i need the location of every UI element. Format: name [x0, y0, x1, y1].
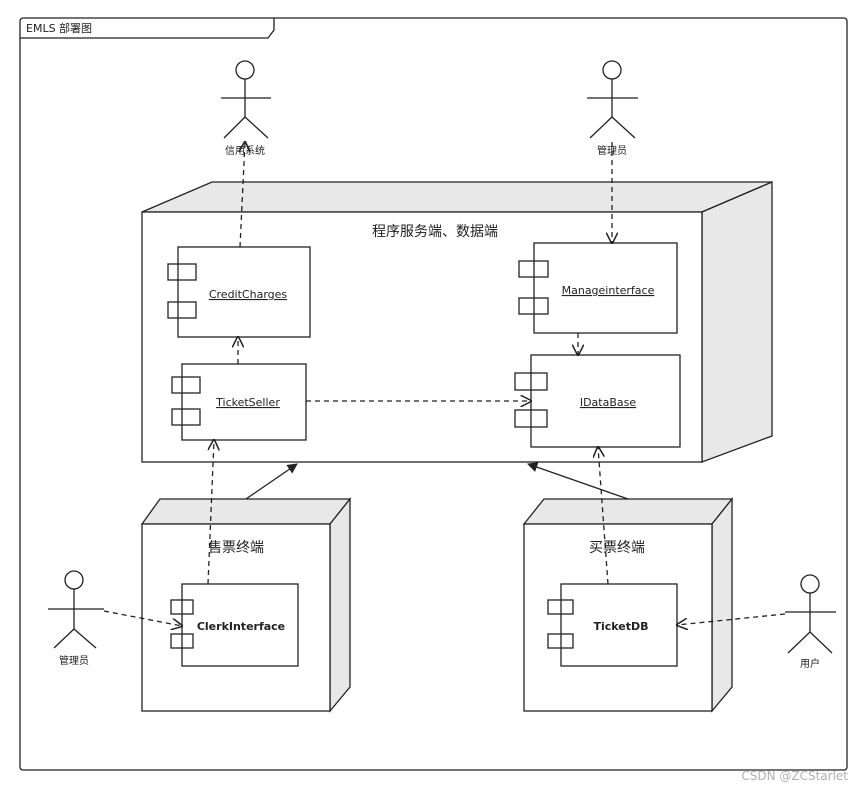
component-ticket-seller-label: TicketSeller [215, 396, 280, 409]
dep-ticketdb-to-idatabase [598, 447, 609, 585]
actor-user: 用户 [785, 574, 836, 670]
actor-admin-top-label: 管理员 [597, 144, 627, 157]
component-clerk-interface-label: ClerkInterface [197, 620, 285, 633]
component-credit-charges: CreditCharges [167, 246, 311, 338]
component-manage-interface: Manageinterface [518, 242, 678, 334]
actor-user-label: 用户 [800, 657, 820, 670]
node-sell-terminal-title: 售票终端 [208, 540, 264, 556]
link-buy-terminal-to-server [527, 462, 629, 500]
actor-credit-system: 信用系统 [221, 60, 271, 157]
diagram-frame: EMLS 部署图 [19, 17, 848, 771]
component-ticket-db-label: TicketDB [593, 620, 648, 633]
dep-clerkinterface-to-ticketseller [207, 440, 214, 585]
node-buy-terminal-title: 买票终端 [589, 540, 645, 556]
node-buy-terminal: 买票终端 [522, 497, 734, 713]
component-credit-charges-label: CreditCharges [209, 288, 288, 301]
dep-admin-to-clerkinterface [103, 610, 182, 626]
node-sell-terminal: 售票终端 [140, 497, 352, 713]
component-idatabase-label: IDataBase [580, 396, 637, 409]
component-ticket-seller: TicketSeller [171, 363, 307, 441]
connections [103, 142, 786, 626]
actor-admin-left-label: 管理员 [59, 654, 89, 667]
dep-user-to-ticketdb [677, 613, 786, 625]
actor-admin-left: 管理员 [48, 570, 104, 667]
component-manage-interface-label: Manageinterface [562, 284, 655, 297]
watermark: CSDN @ZCStarlet [741, 769, 848, 783]
node-server-title: 程序服务端、数据端 [372, 224, 498, 240]
actor-admin-top: 管理员 [587, 60, 638, 157]
link-sell-terminal-to-server [245, 463, 298, 500]
frame-title: EMLS 部署图 [26, 21, 92, 35]
